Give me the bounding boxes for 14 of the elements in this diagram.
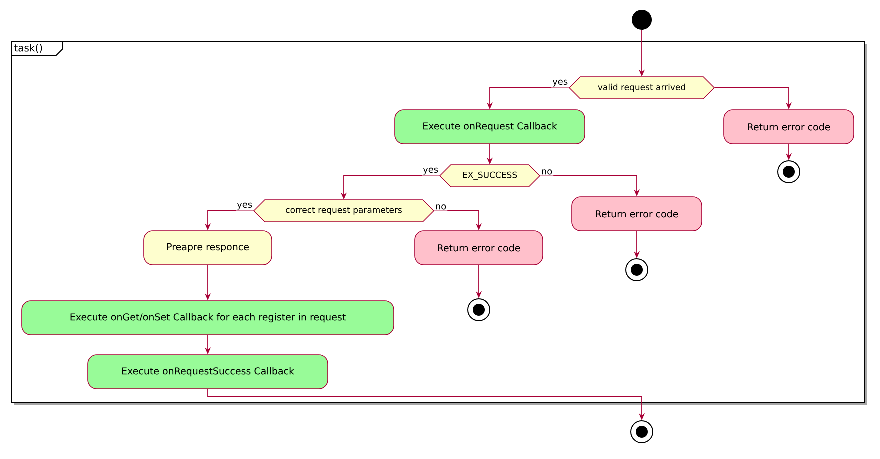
activity-box: Preapre responce bbox=[144, 230, 272, 266]
error-box: Return error code bbox=[414, 230, 544, 266]
activity-box: Execute onRequest Callback bbox=[394, 110, 586, 144]
end-marker bbox=[630, 420, 654, 444]
end-marker bbox=[778, 160, 800, 184]
end-marker bbox=[468, 298, 490, 322]
activity-box: Execute onRequestSuccess Callback bbox=[88, 354, 328, 390]
error-box: Return error code bbox=[572, 196, 702, 232]
activity-box: Execute onGet/onSet Callback for each register in request bbox=[22, 300, 394, 336]
end-marker bbox=[626, 258, 648, 282]
edge-label: no bbox=[540, 168, 554, 176]
start-dot bbox=[632, 10, 652, 30]
error-box: Return error code bbox=[724, 110, 854, 144]
edge-label: no bbox=[434, 204, 448, 211]
